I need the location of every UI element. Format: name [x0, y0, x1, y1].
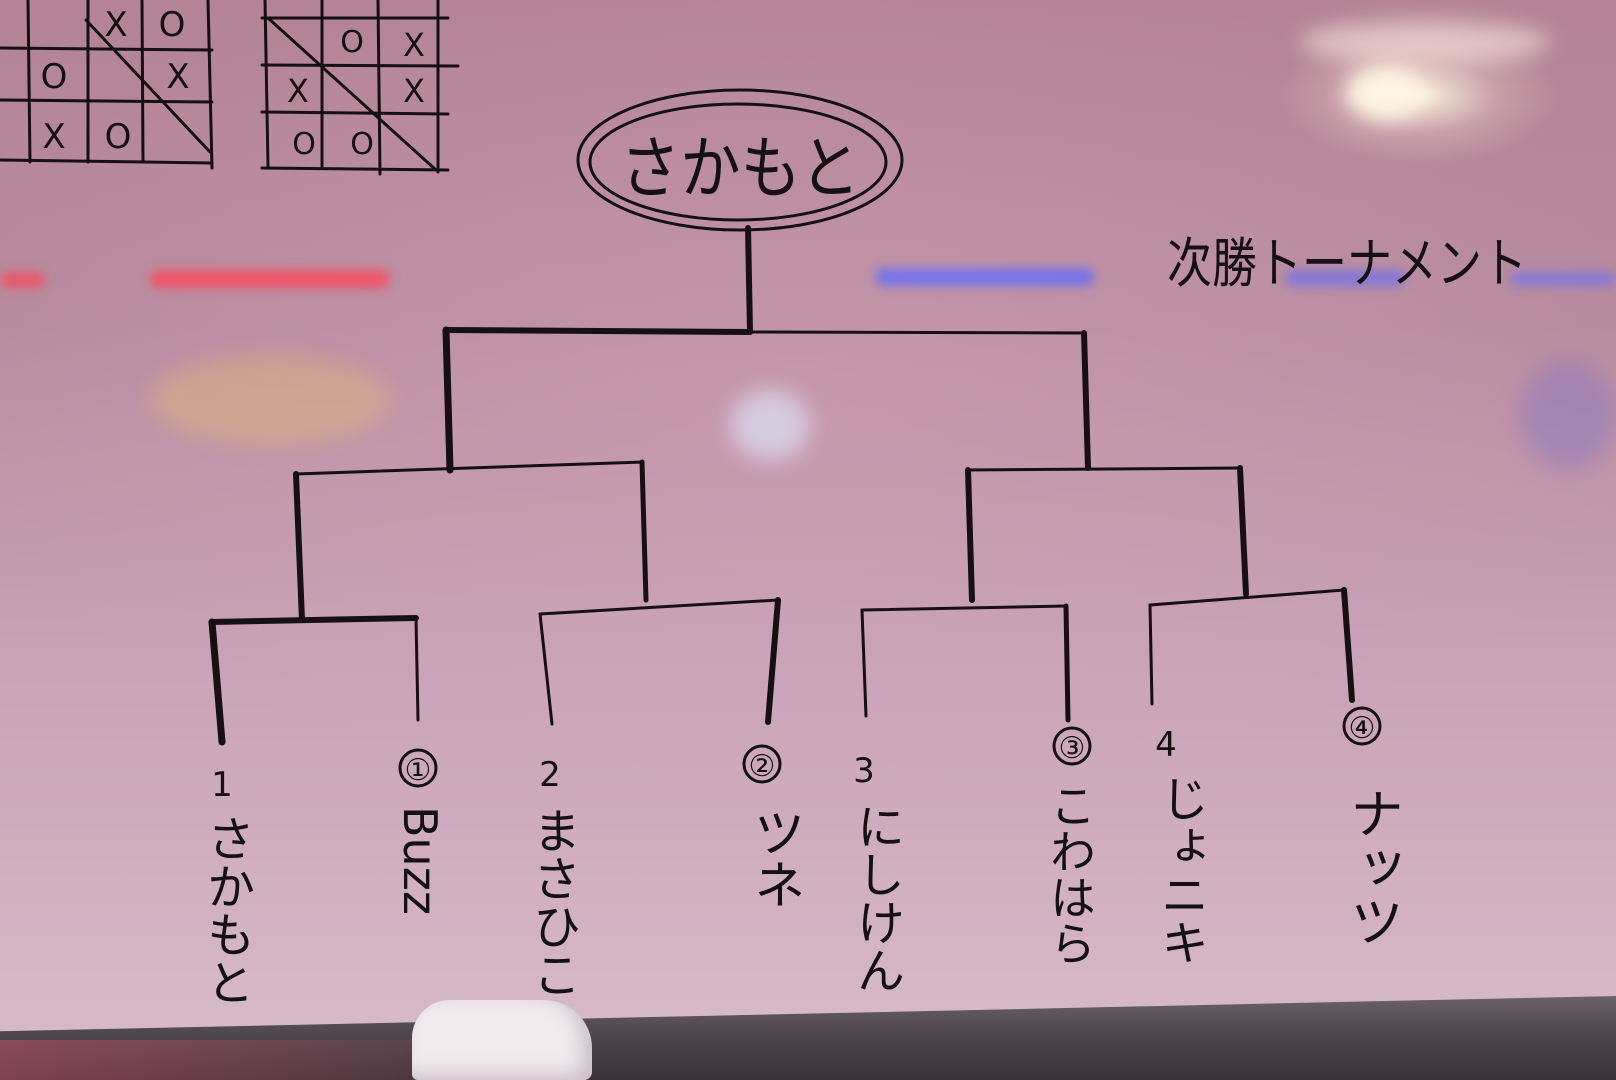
left-mark-3: O [41, 57, 68, 97]
player-names: さかもと Buzz まさひこ ツネ にしけん こわはら じょニキ ナッツ [198, 774, 1404, 1006]
left-mark-1: X [104, 5, 127, 45]
red-neon-reflection-left [0, 272, 45, 288]
left-mark-8: O [105, 117, 132, 157]
bracket-lines [208, 225, 1355, 746]
player-4-name: ツネ [744, 806, 804, 910]
player-2-seed: ① [405, 753, 432, 788]
champion-bubble [576, 88, 904, 232]
player-6-seed: ③ [1059, 731, 1086, 766]
red-neon-reflection [150, 270, 390, 288]
right-mark-7: O [350, 127, 374, 162]
left-mark-2: O [159, 5, 186, 45]
tray-highlight [0, 1040, 1616, 1080]
player-6-name: こわはら [1043, 782, 1097, 966]
player-4-seed: ② [749, 749, 776, 784]
tournament-title: 次勝トーナメント [1167, 232, 1527, 295]
eraser-tissue[interactable] [412, 1000, 592, 1080]
arcade-screen-reflection-center [730, 390, 810, 460]
player-2-name: Buzz [393, 806, 447, 915]
right-mark-6: O [292, 127, 316, 162]
ceiling-light-reflection [1345, 65, 1425, 120]
blue-neon-reflection-far [1510, 272, 1616, 286]
tic-tac-toe-left [0, 0, 214, 170]
right-mark-3: X [287, 72, 309, 110]
player-3-name: まさひこ [524, 806, 580, 998]
arcade-screen-reflection [150, 355, 390, 445]
champion-name: さかもと [620, 130, 860, 209]
tic-tac-toe-right-marks: O X X X O O [287, 25, 425, 162]
seed-circles [398, 706, 1382, 788]
right-mark-5: X [403, 72, 425, 110]
arcade-screen-reflection-right [1520, 360, 1616, 470]
player-3-seed: 2 [539, 755, 561, 795]
player-5-name: にしけん [848, 802, 904, 994]
player-7-seed: 4 [1155, 725, 1177, 765]
left-mark-5: X [166, 57, 189, 97]
tic-tac-toe-left-marks: X O O X X O [41, 5, 190, 157]
right-mark-1: O [340, 25, 364, 60]
tic-tac-toe-right [260, 0, 460, 176]
player-1-name: さかもと [198, 814, 254, 1006]
ceiling-light-bar [1300, 20, 1550, 65]
blue-neon-reflection-right [1285, 270, 1405, 286]
player-1-seed: 1 [211, 765, 233, 805]
left-mark-7: X [42, 117, 65, 157]
player-5-seed: 3 [853, 751, 875, 791]
player-8-seed: ④ [1349, 711, 1376, 746]
player-8-name: ナッツ [1341, 786, 1404, 948]
player-7-name: じょニキ [1152, 774, 1208, 966]
right-mark-2: X [403, 26, 425, 64]
player-seeds: 1 ① 2 ② 3 ③ 4 ④ [211, 711, 1375, 805]
blue-neon-reflection [875, 268, 1095, 286]
